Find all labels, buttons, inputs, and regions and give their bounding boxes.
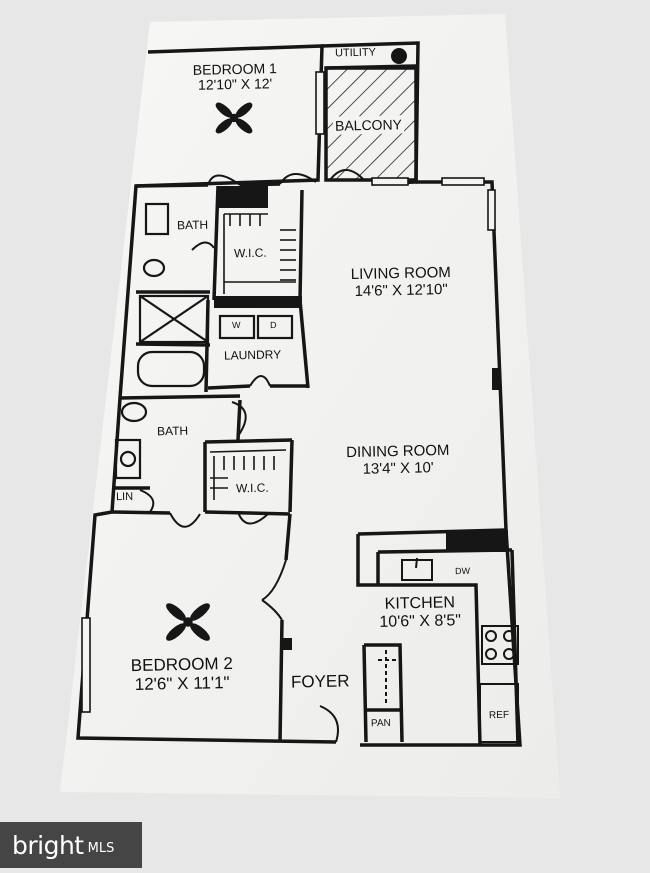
vanity-2: [114, 438, 142, 480]
kitchen-appliances: [378, 557, 519, 743]
wall-bedroom2-right: [284, 513, 292, 561]
bath2-label: BATH: [156, 423, 189, 439]
bedroom2-dims: 12'6" X 11'1": [134, 672, 230, 694]
wall-wic2-bottom: [204, 510, 291, 516]
bath1-label: BATH: [176, 217, 209, 233]
range: [481, 625, 519, 665]
utility-label: UTILITY: [334, 46, 377, 60]
closet-shelving: [209, 213, 296, 500]
wall-block-wic1-top: [218, 186, 268, 208]
watermark-suffix: MLS: [87, 840, 115, 856]
ref-label: REF: [488, 709, 510, 722]
doors: [139, 169, 365, 743]
door-bedroom2: [169, 512, 201, 528]
fan-icon-bedroom1: [215, 102, 253, 134]
wall-wic2-right: [288, 439, 294, 513]
window-living-1: [441, 177, 485, 186]
tub: [136, 350, 206, 388]
outer-wall-kitchen: [360, 529, 522, 747]
wall-wic2-top: [204, 438, 293, 444]
room-label-bedroom2: BEDROOM 2 12'6" X 11'1": [112, 653, 253, 695]
foyer-label: FOYER: [290, 671, 350, 692]
wall-bedroom2-right-2: [278, 619, 284, 743]
dining-dims: 13'4" X 10': [362, 458, 434, 478]
door-bath1: [191, 241, 215, 251]
wall-shower-bottom: [135, 342, 211, 347]
room-label-living: LIVING ROOM 14'6" X 12'10": [330, 264, 473, 301]
wall-laundry-bottom: [207, 384, 251, 390]
window-balcony: [371, 177, 409, 186]
door-closet: [261, 559, 287, 601]
laundry-washer: [218, 314, 256, 340]
door-bedroom1-2: [279, 173, 317, 185]
room-label-dining: DINING ROOM 13'4" X 10': [324, 442, 473, 478]
wall-bath2-top: [119, 394, 241, 400]
toilet-2: [120, 401, 148, 423]
lin-label: LIN: [115, 490, 134, 504]
water-heater: [391, 48, 407, 64]
door-lin: [139, 489, 155, 513]
door-bath2: [231, 401, 247, 437]
solid-walls: [214, 186, 508, 650]
ceiling-fans: [166, 102, 253, 641]
wic1-label: W.I.C.: [233, 245, 267, 261]
wall-laundry-right: [298, 299, 310, 389]
bedroom2-name: BEDROOM 2: [130, 653, 233, 676]
room-label-kitchen: KITCHEN 10'6" X 8'5": [360, 594, 481, 632]
fan-icon-bedroom2: [166, 603, 210, 641]
bedroom1-dims: 12'10" X 12': [197, 75, 273, 94]
wic2-label: W.I.C.: [235, 480, 269, 496]
vanity-1: [144, 202, 170, 236]
wall-block-living: [492, 368, 500, 390]
watermark-brand: bright: [12, 830, 84, 860]
windows: [81, 71, 496, 713]
window-bedroom1: [315, 71, 325, 135]
window-living-2: [487, 189, 496, 231]
refrigerator: [479, 683, 519, 743]
window-bedroom2: [81, 617, 91, 713]
door-balcony: [329, 169, 365, 181]
door-entry: [319, 705, 339, 743]
utility-divider: [325, 64, 417, 70]
toilet-1: [142, 258, 166, 278]
wall-block-wic1-bottom: [214, 296, 302, 308]
wall-bedroom1-bottom: [135, 183, 209, 188]
door-closet-2: [261, 599, 283, 621]
shower: [138, 294, 210, 344]
bath-fixtures: [114, 202, 294, 480]
wall-bath1-right: [212, 185, 220, 301]
room-label-bedroom1: BEDROOM 1 12'10" X 12': [180, 60, 291, 94]
foyer-wall: [362, 644, 368, 743]
laundry-dryer: [256, 314, 294, 340]
pan-label: PAN: [370, 717, 391, 730]
wall-block-foyer: [282, 638, 292, 650]
dryer-label: D: [269, 319, 277, 331]
washer-label: W: [231, 319, 241, 331]
bright-mls-watermark: bright MLS: [0, 822, 142, 868]
door-laundry: [249, 375, 271, 387]
kitchen-counter-outline: [356, 534, 482, 746]
laundry-label: LAUNDRY: [223, 347, 282, 363]
door-wic2: [237, 511, 269, 525]
wall-bedroom1-bottom-2: [239, 182, 281, 187]
wall-bedroom2-top: [111, 510, 171, 515]
kitchen-dims: 10'6" X 8'5": [379, 611, 462, 631]
balcony-label: BALCONY: [332, 115, 405, 135]
living-dims: 14'6" X 12'10": [354, 280, 448, 300]
dw-label: DW: [454, 565, 471, 577]
door-bedroom1: [207, 174, 241, 186]
paper-sheet: [60, 14, 560, 798]
wall-wic1-right: [298, 189, 304, 301]
wall-block-kitchen: [446, 530, 508, 552]
